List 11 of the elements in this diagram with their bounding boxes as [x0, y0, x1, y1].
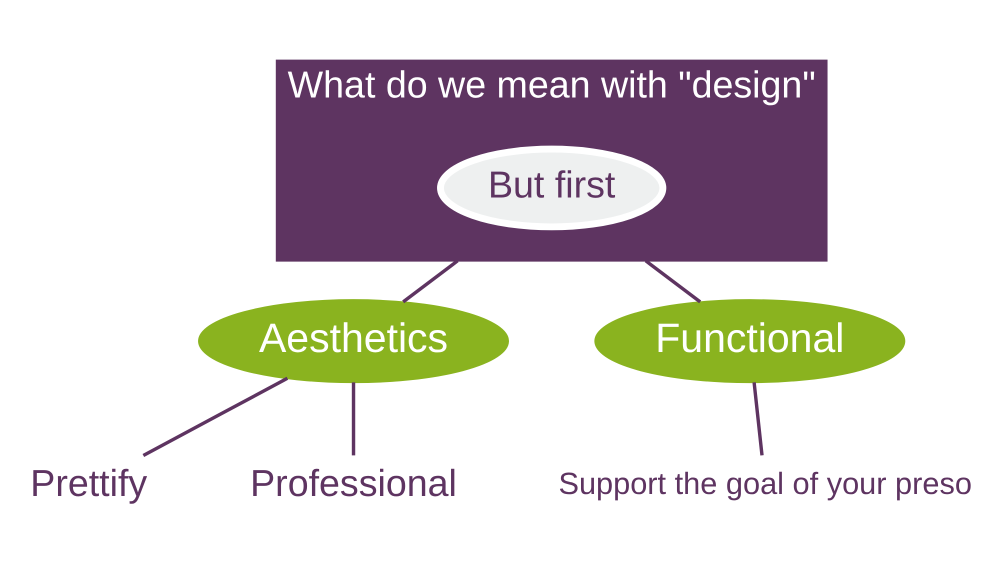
connector — [142, 376, 288, 456]
node-ellipse: But first — [437, 145, 666, 230]
connector — [644, 258, 702, 303]
node-text: Support the goal of your preso — [558, 465, 972, 500]
node-text: Professional — [250, 461, 457, 504]
connector — [752, 382, 764, 455]
node-text: Prettify — [30, 461, 148, 504]
node-ellipse: Functional — [594, 298, 906, 383]
connector — [352, 382, 356, 455]
connector — [402, 258, 459, 303]
node-ellipse: Aesthetics — [198, 298, 509, 383]
